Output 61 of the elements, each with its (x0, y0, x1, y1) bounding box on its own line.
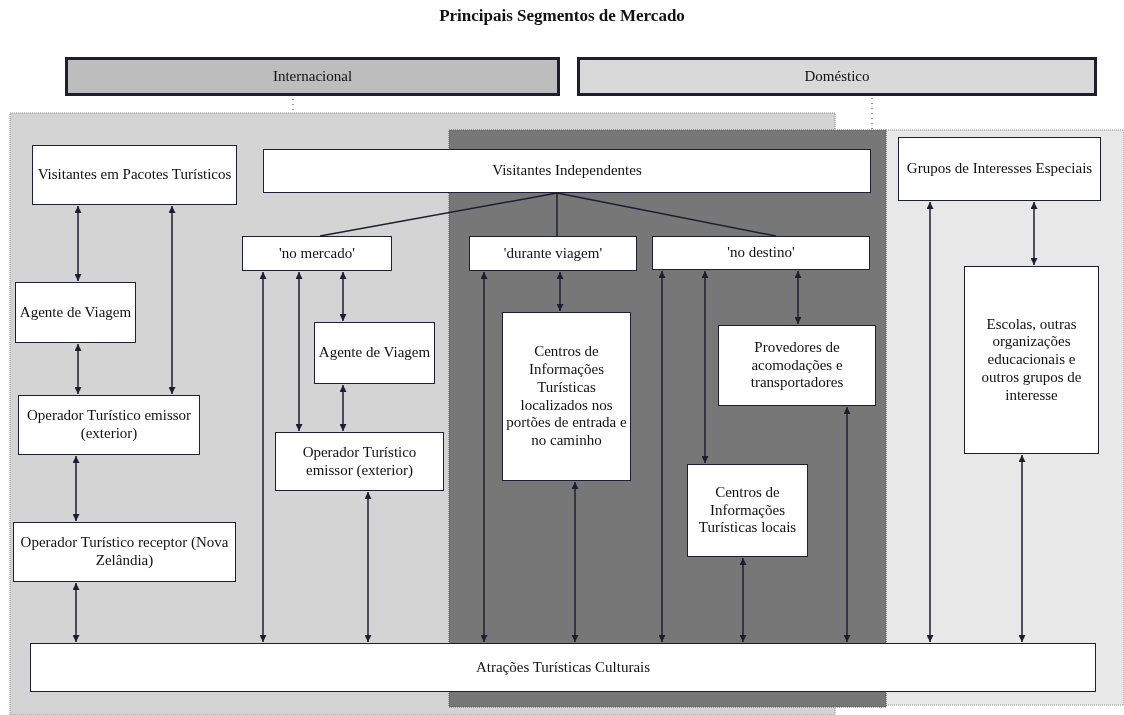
arrow (1030, 201, 1038, 266)
arrow (843, 406, 851, 643)
node-text: Centros de Informações Turísticas locais (697, 483, 798, 538)
process-box (469, 236, 637, 271)
segment-header-band (65, 57, 560, 96)
node-text: Internacional (272, 67, 353, 86)
process-box (15, 282, 136, 343)
node-text: 'durante viagem' (503, 244, 603, 263)
process-box (30, 643, 1096, 692)
process-box (275, 432, 444, 491)
arrow (74, 343, 82, 395)
node-text: Operador Turístico emissor (exterior) (301, 443, 418, 480)
arrow (794, 270, 802, 325)
arrow (72, 455, 80, 522)
process-box (652, 236, 870, 270)
arrow (926, 201, 934, 643)
process-box (13, 522, 236, 582)
process-box (32, 145, 237, 205)
arrow (364, 491, 372, 643)
arrow (339, 271, 347, 322)
process-box (964, 266, 1099, 454)
arrow (295, 271, 303, 432)
node-text: Operador Turístico receptor (Nova Zelândia) (19, 534, 230, 570)
node-text: Operador Turístico emissor (exterior) (25, 407, 193, 443)
process-box (502, 312, 631, 481)
arrow (339, 384, 347, 432)
arrow (1018, 454, 1026, 643)
process-box (687, 464, 808, 557)
process-box (898, 137, 1101, 201)
diagram-title: Principais Segmentos de Mercado (439, 6, 685, 26)
node-text: Agente de Viagem (19, 303, 132, 322)
node-text: Visitantes Independentes (492, 162, 642, 180)
connector-line (556, 192, 558, 237)
node-text: Atrações Turísticas Culturais (475, 658, 651, 677)
arrow (259, 271, 267, 643)
node-text: Centros de Informações Turísticas localizados nos portões de entrada e no caminho (506, 343, 627, 450)
arrow (480, 271, 488, 643)
segment-header-band (577, 57, 1097, 96)
arrow (74, 205, 82, 282)
process-box (242, 236, 392, 271)
arrow (658, 270, 666, 643)
node-text: Grupos de Interesses Especiais (906, 160, 1093, 178)
node-text: Visitantes em Pacotes Turísticos (37, 166, 232, 184)
node-text: Escolas, outras organizações educacionais e outros grupos de interesse (980, 315, 1083, 405)
process-box (314, 322, 435, 384)
process-box (718, 325, 876, 406)
connector-line (319, 192, 558, 237)
arrow (701, 270, 709, 464)
node-text: Provedores de acomodações e transportadores (749, 338, 845, 393)
arrow (556, 271, 564, 312)
arrow (571, 481, 579, 643)
arrow (168, 205, 176, 395)
connector-line (556, 192, 777, 237)
arrow (739, 557, 747, 643)
arrow (72, 582, 80, 643)
node-text: Doméstico (804, 67, 870, 86)
process-box (18, 395, 200, 455)
process-box (263, 149, 871, 193)
node-text: Agente de Viagem (318, 344, 431, 362)
node-text: 'no destino' (727, 244, 795, 262)
node-text: 'no mercado' (279, 244, 355, 263)
